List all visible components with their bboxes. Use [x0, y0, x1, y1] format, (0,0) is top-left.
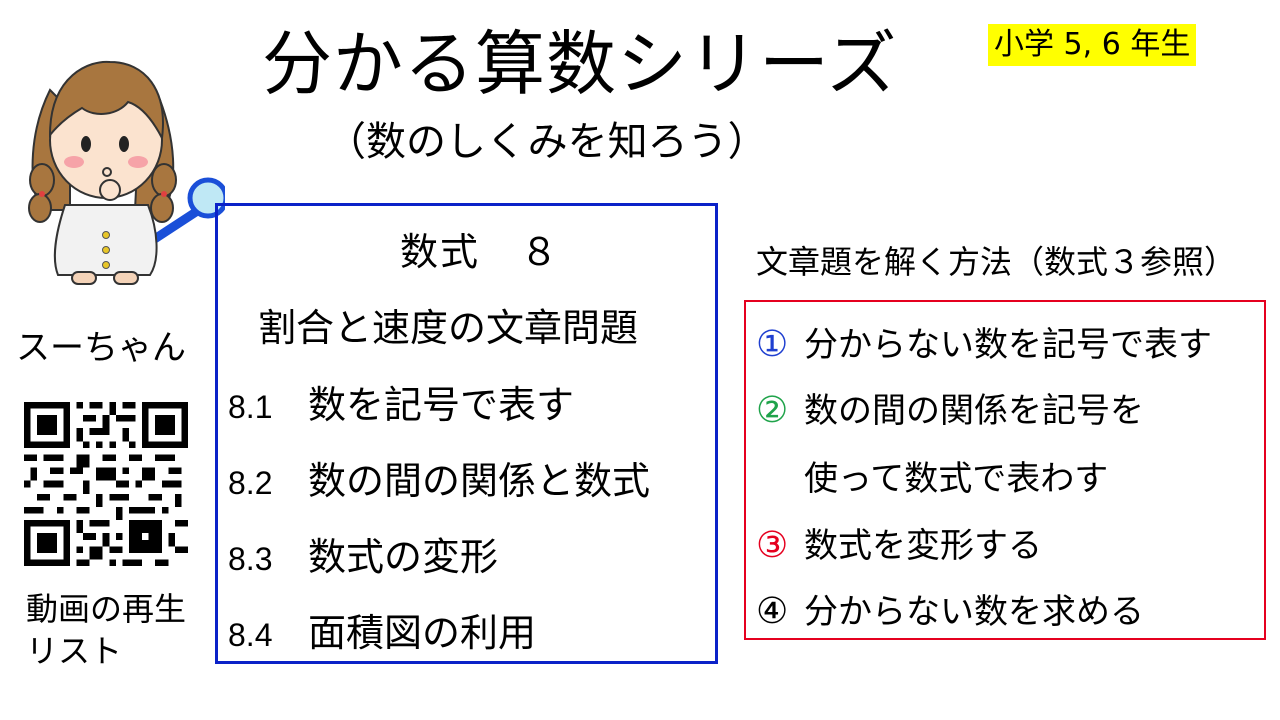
step-marker: ② — [756, 390, 789, 431]
playlist-label: 動画の再生リスト — [26, 590, 187, 670]
character-illustration — [28, 60, 225, 285]
step-text: 分からない数を求める — [804, 592, 1144, 632]
page-title: 分かる算数シリーズ — [262, 23, 898, 105]
toc-box — [215, 203, 718, 664]
method-step: ④ 分からない数を求める — [756, 588, 1144, 636]
toc-item-number: 8.4 — [228, 617, 273, 653]
toc-item-text: 数を記号で表す — [308, 383, 575, 427]
toc-heading: 数式 ８ — [400, 230, 561, 274]
step-marker: ④ — [756, 591, 789, 632]
step-marker: ③ — [756, 525, 789, 566]
step-text-continuation: 使って数式で表わす — [804, 459, 1109, 499]
grade-badge: 小学 5, 6 年生 — [988, 24, 1197, 66]
step-text: 分からない数を記号で表す — [804, 325, 1212, 365]
toc-item-number: 8.2 — [228, 465, 273, 501]
step-text: 数の間の関係を記号を — [804, 391, 1144, 431]
qr-code[interactable] — [24, 402, 188, 566]
toc-item-text: 数式の変形 — [308, 535, 499, 579]
toc-item-text: 面積図の利用 — [308, 611, 537, 655]
step-marker: ① — [756, 324, 789, 365]
method-step: ② 数の間の関係を記号を — [756, 387, 1144, 435]
method-step: ③ 数式を変形する — [756, 522, 1042, 570]
method-step: ① 分からない数を記号で表す — [756, 321, 1212, 369]
toc-item-number: 8.1 — [228, 389, 273, 425]
character-name: スーちゃん — [16, 328, 186, 368]
page-subtitle: （数のしくみを知ろう） — [326, 119, 768, 165]
step-text: 数式を変形する — [804, 526, 1042, 566]
toc-item[interactable]: 8.1 数を記号で表す — [228, 380, 574, 430]
method-title: 文章題を解く方法（数式３参照） — [756, 243, 1237, 281]
toc-subheading: 割合と速度の文章問題 — [258, 306, 639, 350]
toc-item[interactable]: 8.4 面積図の利用 — [228, 608, 536, 658]
toc-item-text: 数の間の関係と数式 — [308, 459, 651, 503]
toc-item-number: 8.3 — [228, 541, 273, 577]
toc-item[interactable]: 8.2 数の間の関係と数式 — [228, 456, 650, 506]
toc-item[interactable]: 8.3 数式の変形 — [228, 532, 498, 582]
method-box — [744, 300, 1266, 640]
